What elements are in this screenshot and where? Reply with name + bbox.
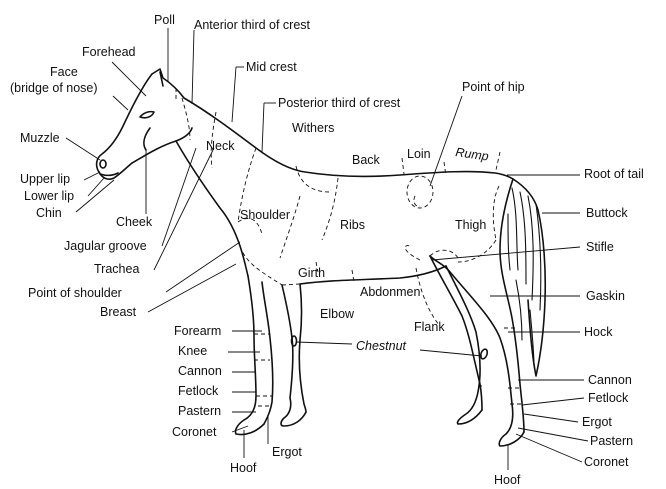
label-stifle: Stifle [586,240,614,254]
label-flank: Flank [414,320,445,334]
label-abdonmen: Abdonmen [360,285,421,299]
cheek-curve [144,128,150,150]
label-root-of-tail: Root of tail [584,167,644,181]
label-forehead: Forehead [82,45,136,59]
label-poll: Poll [154,13,175,27]
label-back: Back [352,153,381,167]
horse-underline-front [176,141,248,276]
horse-hind-leg-far [446,266,482,424]
label-pastern-front: Pastern [178,404,221,418]
label-rump: Rump [455,145,490,164]
label-withers: Withers [292,121,334,135]
label-thigh: Thigh [455,218,486,232]
label-point-of-hip: Point of hip [462,80,525,94]
label-trachea: Trachea [94,262,139,276]
region-dividers [176,88,524,406]
label-upper-lip: Upper lip [20,172,70,186]
label-point-of-shoulder: Point of shoulder [28,286,122,300]
label-posterior-third-of-crest: Posterior third of crest [278,96,401,110]
label-coronet-front: Coronet [172,425,217,439]
label-cannon-hind: Cannon [588,373,632,387]
label-elbow: Elbow [320,307,355,321]
label-face-subtitle: (bridge of nose) [10,81,98,95]
label-ribs: Ribs [340,218,365,232]
label-cheek: Cheek [116,215,153,229]
label-cannon-front: Cannon [178,364,222,378]
horse-front-leg-near [235,276,264,435]
eye-icon [140,112,154,118]
label-muzzle: Muzzle [20,131,60,145]
tail-hair [508,188,541,366]
label-chin: Chin [36,206,62,220]
label-knee: Knee [178,344,207,358]
label-ergot-hind: Ergot [582,415,612,429]
label-face: Face [50,65,78,79]
label-shoulder: Shoulder [240,208,290,222]
label-neck: Neck [206,139,235,153]
chestnut-front-mark [292,336,297,346]
label-loin: Loin [407,147,431,161]
label-forearm: Forearm [174,324,221,338]
chestnut-hind-mark [479,348,488,359]
label-fetlock-hind: Fetlock [588,391,629,405]
horse-front-leg-near-back [262,282,273,424]
label-ergot-front: Ergot [272,445,302,459]
label-buttock: Buttock [586,206,628,220]
label-hoof-hind: Hoof [494,473,521,487]
horse-head [97,74,176,179]
horse-hind-leg-near [430,256,524,446]
horse-front-leg-far-back [299,284,306,412]
label-lower-lip: Lower lip [24,189,74,203]
label-hock: Hock [584,325,613,339]
label-fetlock-front: Fetlock [178,384,219,398]
label-coronet-hind: Coronet [584,455,629,469]
label-mid-crest: Mid crest [246,60,297,74]
label-hoof-front: Hoof [230,461,257,475]
label-chestnut: Chestnut [356,339,407,353]
label-gaskin: Gaskin [586,289,625,303]
nostril-icon [100,160,106,168]
label-girth: Girth [298,266,325,280]
mouth-line [100,173,118,175]
label-pastern-hind: Pastern [590,434,633,448]
label-anterior-third-of-crest: Anterior third of crest [194,18,311,32]
label-breast: Breast [100,305,137,319]
label-jagular-groove: Jagular groove [64,239,147,253]
